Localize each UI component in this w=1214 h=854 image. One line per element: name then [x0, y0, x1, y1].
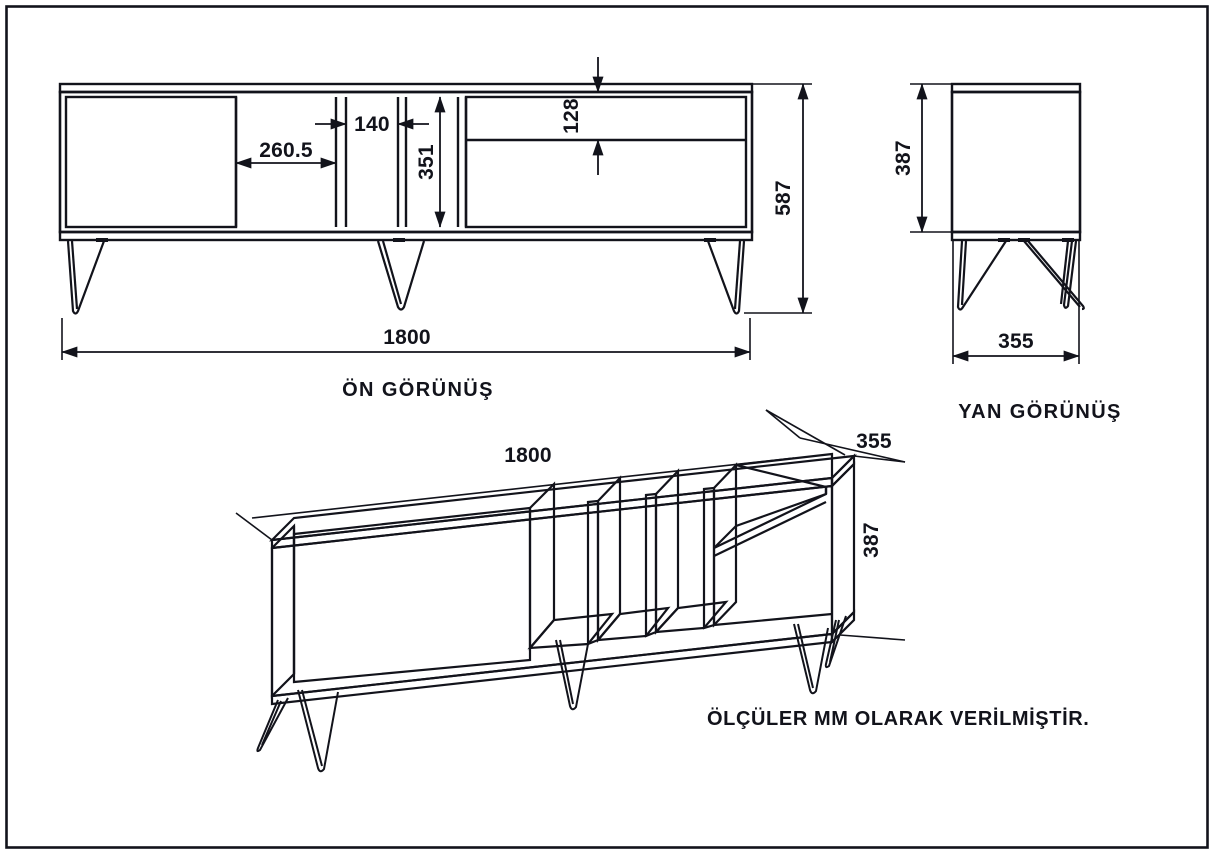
iso-right-bay-shelf-front	[713, 493, 827, 549]
front-leg-middle	[376, 238, 426, 311]
iso-divider-4-inner	[712, 462, 738, 628]
iso-leg-left	[256, 689, 339, 773]
side-bottom-panel	[950, 230, 1082, 242]
units-note: ÖLÇÜLER MM OLARAK VERİLMİŞTİR.	[707, 707, 1089, 730]
iso-right-bay-lower-floor	[713, 612, 833, 627]
dim-355-side	[952, 240, 1080, 364]
dim-1800-front	[61, 318, 751, 360]
front-right-opening	[464, 95, 748, 229]
dim-260-5-label: 260.5	[259, 139, 313, 162]
iso-leg-right	[793, 615, 847, 695]
dim-387-side	[910, 83, 952, 233]
dim-351-label: 351	[415, 144, 438, 180]
dim-1800-front-label: 1800	[383, 326, 431, 349]
front-leg-left	[66, 238, 108, 315]
front-bottom-panel	[58, 230, 754, 242]
side-leg-back	[1059, 238, 1078, 309]
front-view-label: ÖN GÖRÜNÜŞ	[342, 378, 494, 401]
dim-587-label: 587	[772, 180, 795, 216]
iso-compartment-2-floor	[595, 606, 671, 642]
dim-1800-iso-label: 1800	[504, 444, 552, 467]
dim-140-label: 140	[354, 113, 390, 136]
dim-128-label: 128	[560, 98, 583, 134]
iso-compartment-1-floor	[527, 612, 615, 650]
front-leg-right	[704, 238, 746, 315]
dim-355-side-label: 355	[998, 330, 1034, 353]
sheet-border	[5, 5, 1209, 849]
dim-587	[744, 83, 812, 314]
side-view: 387 355 YAN GÖRÜNÜŞ	[892, 82, 1122, 423]
iso-right-bay-shelf-left	[713, 525, 737, 549]
side-leg-mid	[1018, 238, 1085, 311]
iso-left-door	[292, 506, 532, 684]
side-leg-front	[956, 238, 1010, 311]
dim-387-iso	[839, 455, 906, 641]
dim-1800-iso	[235, 409, 801, 541]
iso-leg-middle	[555, 639, 589, 711]
side-view-label: YAN GÖRÜNÜŞ	[958, 400, 1122, 423]
dim-355-iso-label: 355	[856, 430, 892, 453]
iso-compartment-3-floor	[653, 600, 729, 634]
dim-355-iso	[765, 409, 906, 463]
dim-387-iso-label: 387	[860, 522, 883, 558]
iso-right-bay-diagonal	[735, 463, 827, 489]
front-view: 260.5 140 351 128 587 1	[58, 57, 812, 401]
dim-387-side-label: 387	[892, 140, 915, 176]
iso-right-bay-shelf-front-2	[713, 501, 827, 557]
